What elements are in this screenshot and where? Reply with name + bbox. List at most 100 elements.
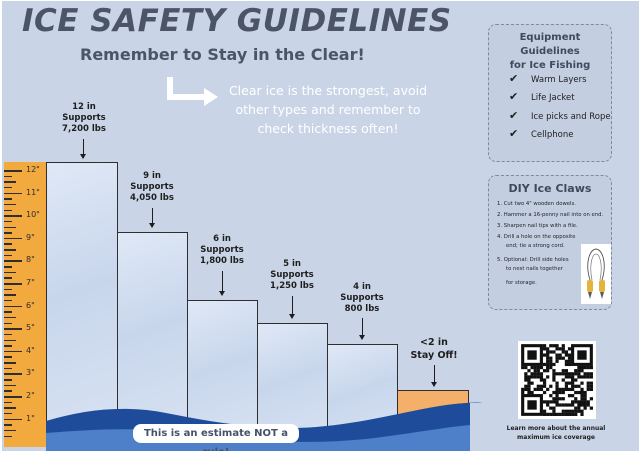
label-line: <2 in: [420, 337, 448, 348]
qr-module: [589, 387, 593, 392]
down-arrow-icon: [218, 271, 225, 296]
qr-module: [577, 390, 581, 395]
qr-module: [542, 344, 547, 348]
ruler-minor-tick: [4, 203, 16, 206]
qr-module: [580, 375, 584, 379]
qr-code[interactable]: [518, 341, 596, 419]
label-line: Supports: [270, 270, 314, 280]
qr-module: [561, 344, 565, 348]
ruler-minor-tick: [4, 339, 16, 341]
qr-module: [555, 353, 559, 357]
qr-module: [580, 409, 584, 413]
qr-module: [571, 381, 575, 385]
qr-module: [552, 369, 556, 373]
qr-module: [546, 362, 550, 367]
qr-module: [589, 372, 593, 376]
qr-module: [536, 372, 540, 376]
qr-module: [574, 369, 578, 373]
qr-module: [558, 372, 562, 376]
qr-module: [546, 387, 550, 392]
qr-module: [564, 372, 569, 376]
label-line: Stay Off!: [410, 350, 458, 361]
qr-module: [530, 381, 534, 385]
equipment-item: ✔Ice picks and Rope: [509, 109, 611, 122]
qr-module: [580, 400, 584, 404]
qr-module: [546, 353, 550, 357]
qr-module: [567, 387, 572, 392]
ruler-minor-tick: [4, 390, 12, 392]
qr-module: [558, 347, 562, 351]
qr-module: [580, 390, 584, 395]
ruler-major-tick: [4, 418, 22, 421]
qr-module: [542, 381, 547, 385]
label-line: Supports: [62, 113, 106, 123]
ruler-minor-tick: [4, 345, 12, 347]
qr-module: [577, 384, 581, 388]
disclaimer-badge: This is an estimate NOT a rule!: [133, 424, 299, 451]
qr-module: [524, 375, 528, 379]
qr-module: [558, 403, 562, 407]
ruler-minor-tick: [4, 220, 12, 223]
qr-module: [577, 365, 581, 370]
ruler-minor-tick: [4, 407, 16, 409]
page-title: ICE SAFETY GUIDELINES: [22, 3, 452, 39]
qr-module: [567, 372, 572, 376]
qr-module: [539, 375, 544, 379]
qr-module: [539, 365, 544, 370]
qr-module: [558, 397, 562, 401]
qr-module: [527, 378, 531, 382]
qr-module: [574, 406, 578, 410]
qr-module: [552, 406, 556, 410]
ruler-minor-tick: [4, 288, 12, 291]
ruler-minor-tick: [4, 294, 16, 296]
ruler-major-tick: [4, 373, 22, 375]
qr-module: [555, 344, 559, 348]
label-line: 9 in: [143, 171, 161, 181]
down-arrow-icon: [288, 296, 295, 319]
qr-module: [567, 362, 572, 367]
ruler-label: 7": [26, 278, 35, 287]
qr-module: [583, 375, 587, 379]
qr-module: [549, 362, 553, 367]
qr-module: [542, 412, 547, 416]
title-line: Equipment Guidelines: [519, 32, 581, 57]
checkmark-icon: ✔: [509, 72, 519, 85]
ruler-minor-tick: [4, 316, 16, 319]
label-line: 5 in: [283, 259, 301, 269]
qr-module: [583, 406, 587, 410]
ruler-minor-tick: [4, 424, 12, 426]
qr-module: [564, 369, 569, 373]
qr-module: [549, 400, 553, 404]
equipment-item: ✔Cellphone: [509, 127, 574, 140]
qr-module: [586, 372, 590, 376]
qr-module: [524, 387, 528, 392]
qr-module: [549, 356, 553, 360]
qr-module: [564, 412, 569, 416]
qr-module: [533, 369, 537, 373]
qr-module: [542, 400, 547, 404]
ruler-minor-tick: [4, 232, 12, 234]
qr-module: [530, 390, 534, 395]
ruler-minor-tick: [4, 254, 12, 257]
ruler-minor-tick: [4, 186, 12, 189]
qr-module: [567, 412, 572, 416]
qr-module: [583, 394, 587, 398]
ruler-major-tick: [4, 350, 22, 353]
ruler-minor-tick: [4, 277, 12, 279]
qr-module: [589, 406, 593, 410]
qr-module: [546, 412, 550, 416]
label-line: 800 lbs: [344, 304, 380, 314]
ruler-major-tick: [4, 396, 22, 398]
checkmark-icon: ✔: [509, 109, 519, 122]
qr-module: [564, 353, 569, 357]
qr-module: [574, 400, 578, 404]
qr-module: [549, 406, 553, 410]
equipment-item-label: Warm Layers: [531, 75, 587, 85]
qr-module: [580, 369, 584, 373]
qr-module: [583, 372, 587, 376]
qr-module: [549, 394, 553, 398]
qr-module: [567, 359, 572, 363]
diy-step: 2. Hammer a 16-penny nail into on end.: [497, 212, 604, 218]
qr-module: [539, 372, 544, 376]
qr-module: [521, 390, 525, 395]
